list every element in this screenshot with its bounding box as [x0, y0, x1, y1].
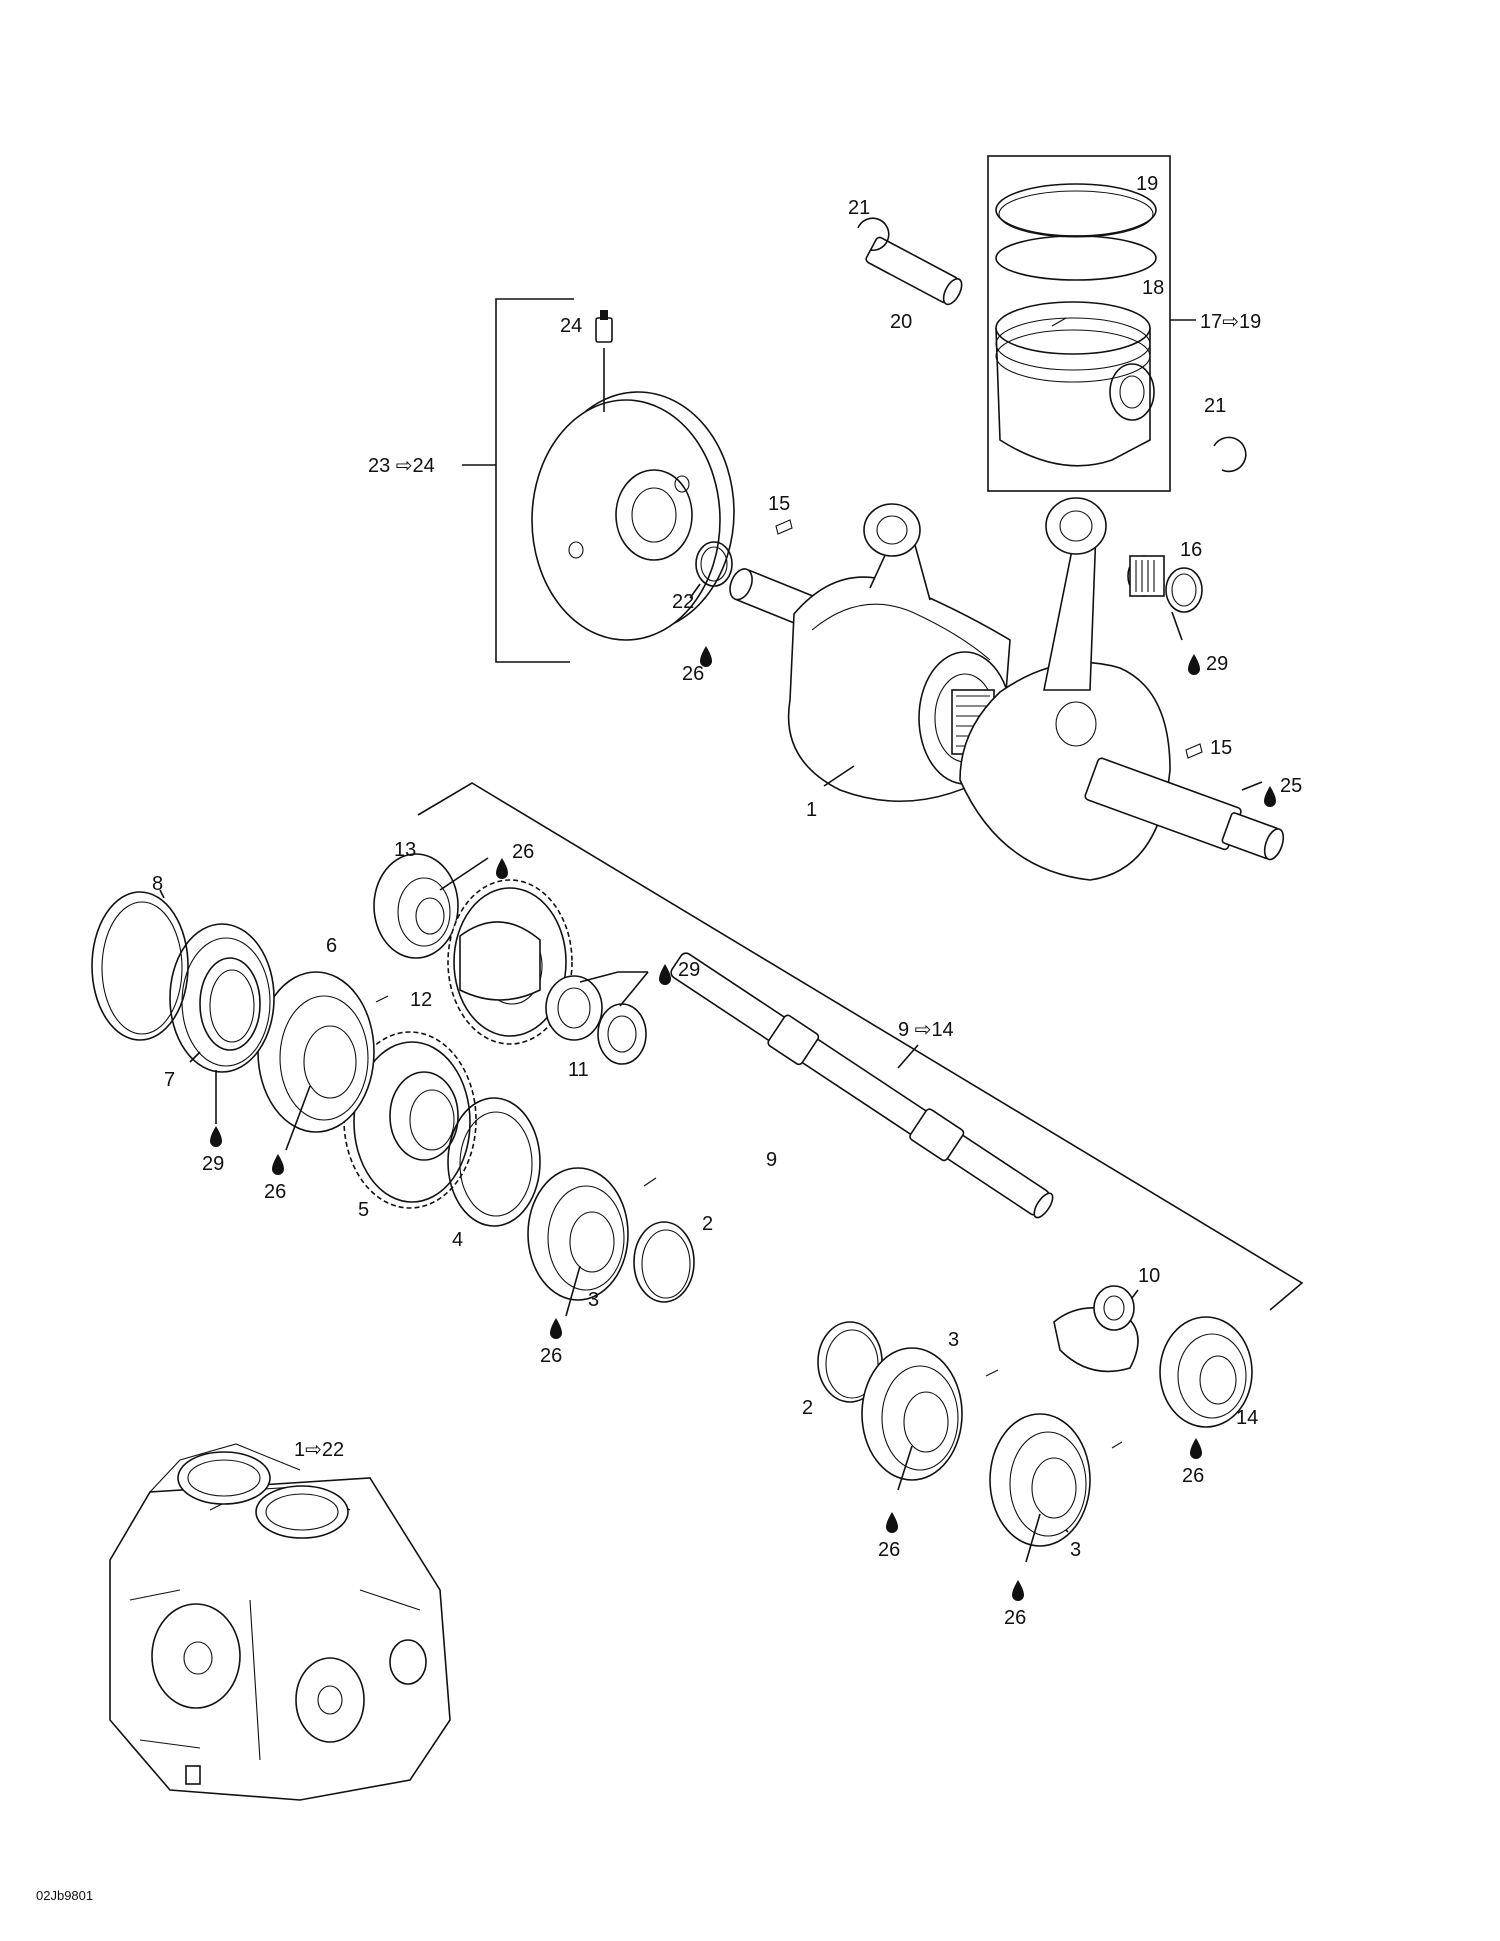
- range-1-22: 1⇨22: [294, 1439, 344, 1461]
- oil-drop-icon: [1264, 786, 1276, 807]
- circlip-right: [1213, 436, 1247, 473]
- callout-26-f: 26: [878, 1539, 900, 1561]
- oil-drop-icon: [550, 1318, 562, 1339]
- grease-fitting: [595, 317, 613, 343]
- callout-19: 19: [1136, 173, 1158, 195]
- callout-15-top: 15: [768, 493, 790, 515]
- callout-7: 7: [164, 1069, 175, 1091]
- bearing-3-left: [527, 1167, 657, 1317]
- range-9-14: 9 ⇨14: [898, 1019, 954, 1041]
- lubrication-markers: [210, 646, 1276, 1601]
- bearing-14: [1159, 1316, 1253, 1428]
- woodruff-key-right: [1185, 743, 1203, 759]
- callout-26-c: 26: [264, 1181, 286, 1203]
- callout-26-d: 26: [540, 1345, 562, 1367]
- gear-12: [447, 879, 573, 1045]
- oil-drop-icon: [496, 858, 508, 879]
- needle-bearing-16: [1127, 555, 1203, 641]
- flywheel-group: [462, 298, 735, 663]
- figure-code: 02Jb9801: [36, 1888, 93, 1903]
- callout-29-c: 29: [202, 1153, 224, 1175]
- bushing-11: [545, 971, 649, 1065]
- crankshaft: [729, 497, 1285, 881]
- washer-4: [447, 1097, 541, 1227]
- ring-2-left: [633, 1221, 695, 1303]
- balance-shaft-group: [417, 782, 1304, 1373]
- flywheel-hub: [615, 469, 693, 561]
- oil-drop-icon: [659, 964, 671, 985]
- oil-drop-icon: [700, 646, 712, 667]
- callout-1: 1: [806, 799, 817, 821]
- callout-21-right: 21: [1204, 395, 1226, 417]
- oil-drop-icon: [1190, 1438, 1202, 1459]
- callout-20: 20: [890, 311, 912, 333]
- callout-2-right: 2: [802, 1397, 813, 1419]
- gear-5: [343, 1031, 477, 1209]
- callout-16: 16: [1180, 539, 1202, 561]
- callout-13: 13: [394, 839, 416, 861]
- oil-drop-icon: [210, 1126, 222, 1147]
- woodruff-key-left: [775, 519, 793, 535]
- callout-2-left: 2: [702, 1213, 713, 1235]
- callout-26-e: 26: [1182, 1465, 1204, 1487]
- callout-26-g: 26: [1004, 1607, 1026, 1629]
- callout-29-a: 29: [1206, 653, 1228, 675]
- callout-26-b: 26: [512, 841, 534, 863]
- piston-group-box: [987, 155, 1171, 492]
- bearing-3-middle: [861, 1347, 999, 1491]
- callout-15-bottom: 15: [1210, 737, 1232, 759]
- callout-25: 25: [1280, 775, 1302, 797]
- callout-18: 18: [1142, 277, 1164, 299]
- oil-drop-icon: [886, 1512, 898, 1533]
- flywheel-bracket: [495, 298, 574, 663]
- seal-7: [169, 923, 275, 1124]
- callout-6: 6: [326, 935, 337, 957]
- callout-5: 5: [358, 1199, 369, 1221]
- piston-pin-boss: [1109, 363, 1155, 421]
- callout-3-left: 3: [588, 1289, 599, 1311]
- bearing-3-lower: [989, 1413, 1123, 1563]
- circlip-left: [857, 217, 890, 252]
- callout-10: 10: [1138, 1265, 1160, 1287]
- callout-21-left: 21: [848, 197, 870, 219]
- oil-drop-icon: [1012, 1580, 1024, 1601]
- range-23-24: 23 ⇨24: [368, 455, 435, 477]
- range-17-19: 17⇨19: [1200, 311, 1261, 333]
- piston: [995, 327, 1151, 467]
- callout-22: 22: [672, 591, 694, 613]
- piston-group: [857, 155, 1247, 492]
- callout-8: 8: [152, 873, 163, 895]
- callout-14: 14: [1236, 1407, 1258, 1429]
- callout-26-a: 26: [682, 663, 704, 685]
- piston-ring-top: [995, 183, 1157, 237]
- oil-drop-icon: [272, 1154, 284, 1175]
- callout-11: 11: [568, 1059, 589, 1081]
- bearing-13: [373, 853, 489, 959]
- balance-shaft-bracket: [417, 782, 1304, 1311]
- callout-4: 4: [452, 1229, 463, 1251]
- engine-assembly-thumbnail: [109, 1443, 451, 1801]
- callout-9: 9: [766, 1149, 777, 1171]
- callout-29-b: 29: [678, 959, 700, 981]
- callout-3-middle: 3: [948, 1329, 959, 1351]
- ring-22: [695, 541, 733, 587]
- balance-shaft: [670, 952, 1054, 1219]
- oil-drop-icon: [1188, 654, 1200, 675]
- callout-12: 12: [410, 989, 432, 1011]
- piston-pin: [865, 236, 963, 306]
- callout-labels: 19 21 18 17⇨19 20 24 21 23 ⇨24 15 16 22 …: [36, 173, 1302, 1903]
- gasket-8: [91, 889, 189, 1041]
- piston-ring-bottom: [995, 235, 1157, 281]
- callout-24: 24: [560, 315, 582, 337]
- callout-3-lower: 3: [1070, 1539, 1081, 1561]
